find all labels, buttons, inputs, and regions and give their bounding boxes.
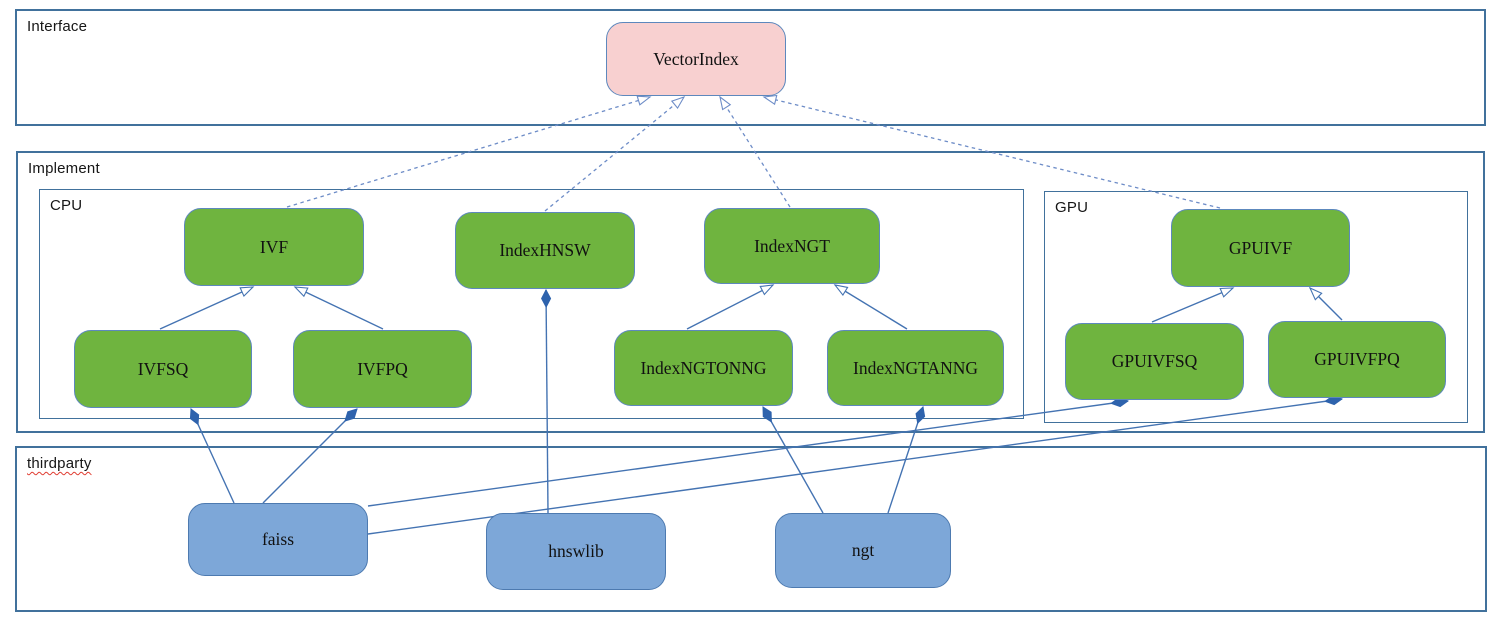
node-vectorindex: VectorIndex	[606, 22, 786, 96]
node-gpuivfpq: GPUIVFPQ	[1268, 321, 1446, 398]
node-ivfsq: IVFSQ	[74, 330, 252, 408]
node-indexngt-label: IndexNGT	[754, 235, 830, 256]
node-ivfpq-label: IVFPQ	[357, 358, 408, 379]
node-indexngtonng: IndexNGTONNG	[614, 330, 793, 406]
container-implement-label: Implement	[28, 160, 100, 177]
node-indexngtonng-label: IndexNGTONNG	[640, 357, 767, 378]
node-indexngtanng: IndexNGTANNG	[827, 330, 1004, 406]
node-faiss-label: faiss	[261, 529, 295, 549]
node-gpuivf: GPUIVF	[1171, 209, 1350, 287]
node-indexhnsw: IndexHNSW	[455, 212, 635, 289]
node-ngt-label: ngt	[851, 540, 875, 560]
container-interface-label: Interface	[27, 18, 88, 35]
node-hnswlib: hnswlib	[486, 513, 666, 590]
container-gpu-label: GPU	[1055, 199, 1089, 216]
node-indexngt: IndexNGT	[704, 208, 880, 284]
node-gpuivf-label: GPUIVF	[1228, 237, 1293, 258]
node-ivfsq-label: IVFSQ	[137, 358, 189, 379]
container-cpu-label: CPU	[50, 197, 83, 214]
node-gpuivfpq-label: GPUIVFPQ	[1314, 349, 1400, 369]
node-ivf: IVF	[184, 208, 364, 286]
node-ivfpq: IVFPQ	[293, 330, 472, 408]
node-ngt: ngt	[775, 513, 951, 588]
node-faiss: faiss	[188, 503, 368, 576]
node-ivf-label: IVF	[259, 236, 289, 257]
node-indexhnsw-label: IndexHNSW	[499, 240, 591, 260]
container-thirdparty-label: thirdparty	[27, 455, 92, 472]
node-gpuivfsq-label: GPUIVFSQ	[1111, 351, 1198, 371]
node-gpuivfsq: GPUIVFSQ	[1065, 323, 1244, 400]
node-hnswlib-label: hnswlib	[548, 541, 604, 561]
node-vectorindex-label: VectorIndex	[653, 48, 739, 69]
node-indexngtanng-label: IndexNGTANNG	[853, 357, 978, 378]
